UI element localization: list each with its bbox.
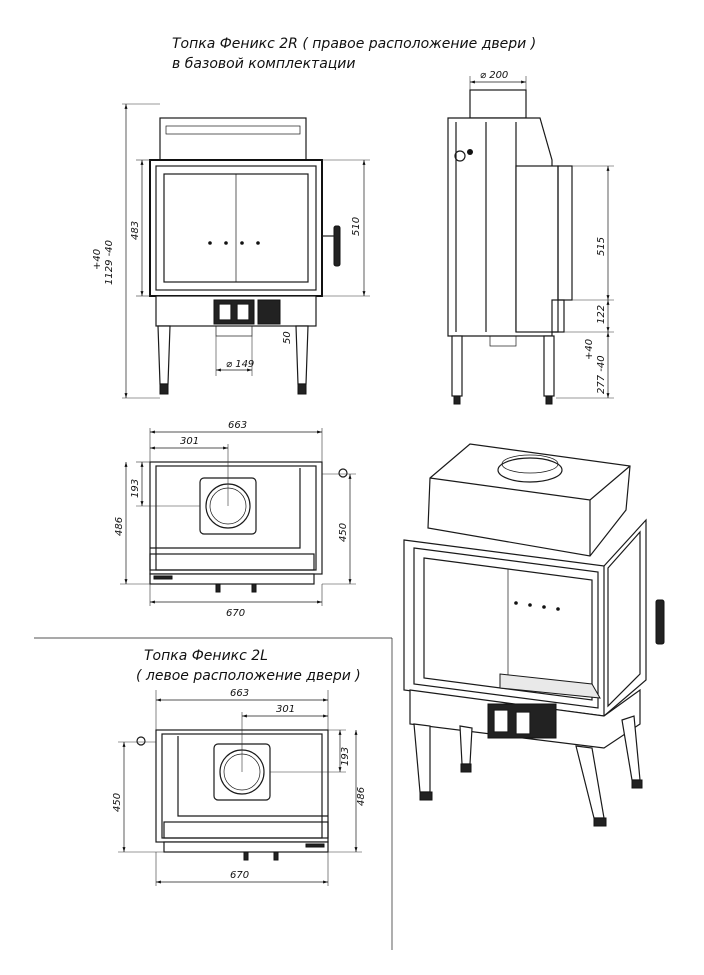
side-flue-pipe [469,89,527,119]
dim-top-right-670: 670 [226,608,245,619]
door-handle [333,225,341,267]
dim-top-left-670: 670 [230,870,249,881]
title-line-1: Топка Феникс 2R ( правое расположение дв… [172,36,536,52]
front-leg-right [295,325,309,385]
side-leg-left [451,335,463,397]
iso-grate [499,673,601,699]
top-view-right: 663 301 193 486 450 670 [114,420,356,619]
dim-flue-front: ⌀ 149 [226,359,254,370]
dim-glass-height: 510 [351,217,362,236]
iso-leg-front-left [413,723,431,793]
dim-top-left-663: 663 [230,688,249,699]
front-top-housing [159,117,307,161]
front-top-slot [165,125,301,135]
front-leg-left [157,325,171,385]
iso-leg-front-right [575,745,605,819]
side-view: ⌀ 200 515 122 277 -40 +40 [447,70,614,405]
dim-top-right-450: 450 [338,523,349,542]
dim-side-515: 515 [596,237,607,256]
front-view: 1129 -40 +40 483 510 ⌀ 149 50 [92,103,370,399]
dim-door-height: 483 [130,221,141,240]
dim-top-left-486: 486 [356,787,367,806]
dim-leg-height: 277 -40 [596,355,607,394]
title-line-2: в базовой комплектации [172,56,356,72]
iso-flue-collar [497,457,563,483]
dim-total-height-tol: +40 [92,249,103,270]
dim-leg-height-tol: +40 [584,339,595,360]
iso-door-handle [655,599,665,645]
dim-top-left-301: 301 [276,704,295,715]
dim-top-right-486: 486 [114,517,125,536]
iso-leg-back-left [459,725,473,765]
iso-side-glass [607,530,641,708]
dim-total-height: 1129 -40 [104,240,115,285]
side-leg-right [543,335,555,397]
dim-top-left-193: 193 [340,747,351,766]
dim-top-right-663: 663 [228,420,247,431]
iso-front-glass [423,557,593,701]
left-title-line-2: ( левое расположение двери ) [136,668,361,684]
left-title-line-1: Топка Феникс 2L [144,648,268,664]
side-door-frame [515,165,559,333]
dim-side-122: 122 [596,305,607,324]
top-view-left: 663 301 193 486 450 670 [112,688,367,886]
dim-top-left-450: 450 [112,793,123,812]
isometric-view [403,443,665,827]
iso-top-housing [427,443,631,557]
dim-flue-side: ⌀ 200 [480,70,508,81]
dim-top-right-301: 301 [180,436,199,447]
dim-leg-gap: 50 [282,331,293,344]
dim-top-right-193: 193 [130,479,141,498]
